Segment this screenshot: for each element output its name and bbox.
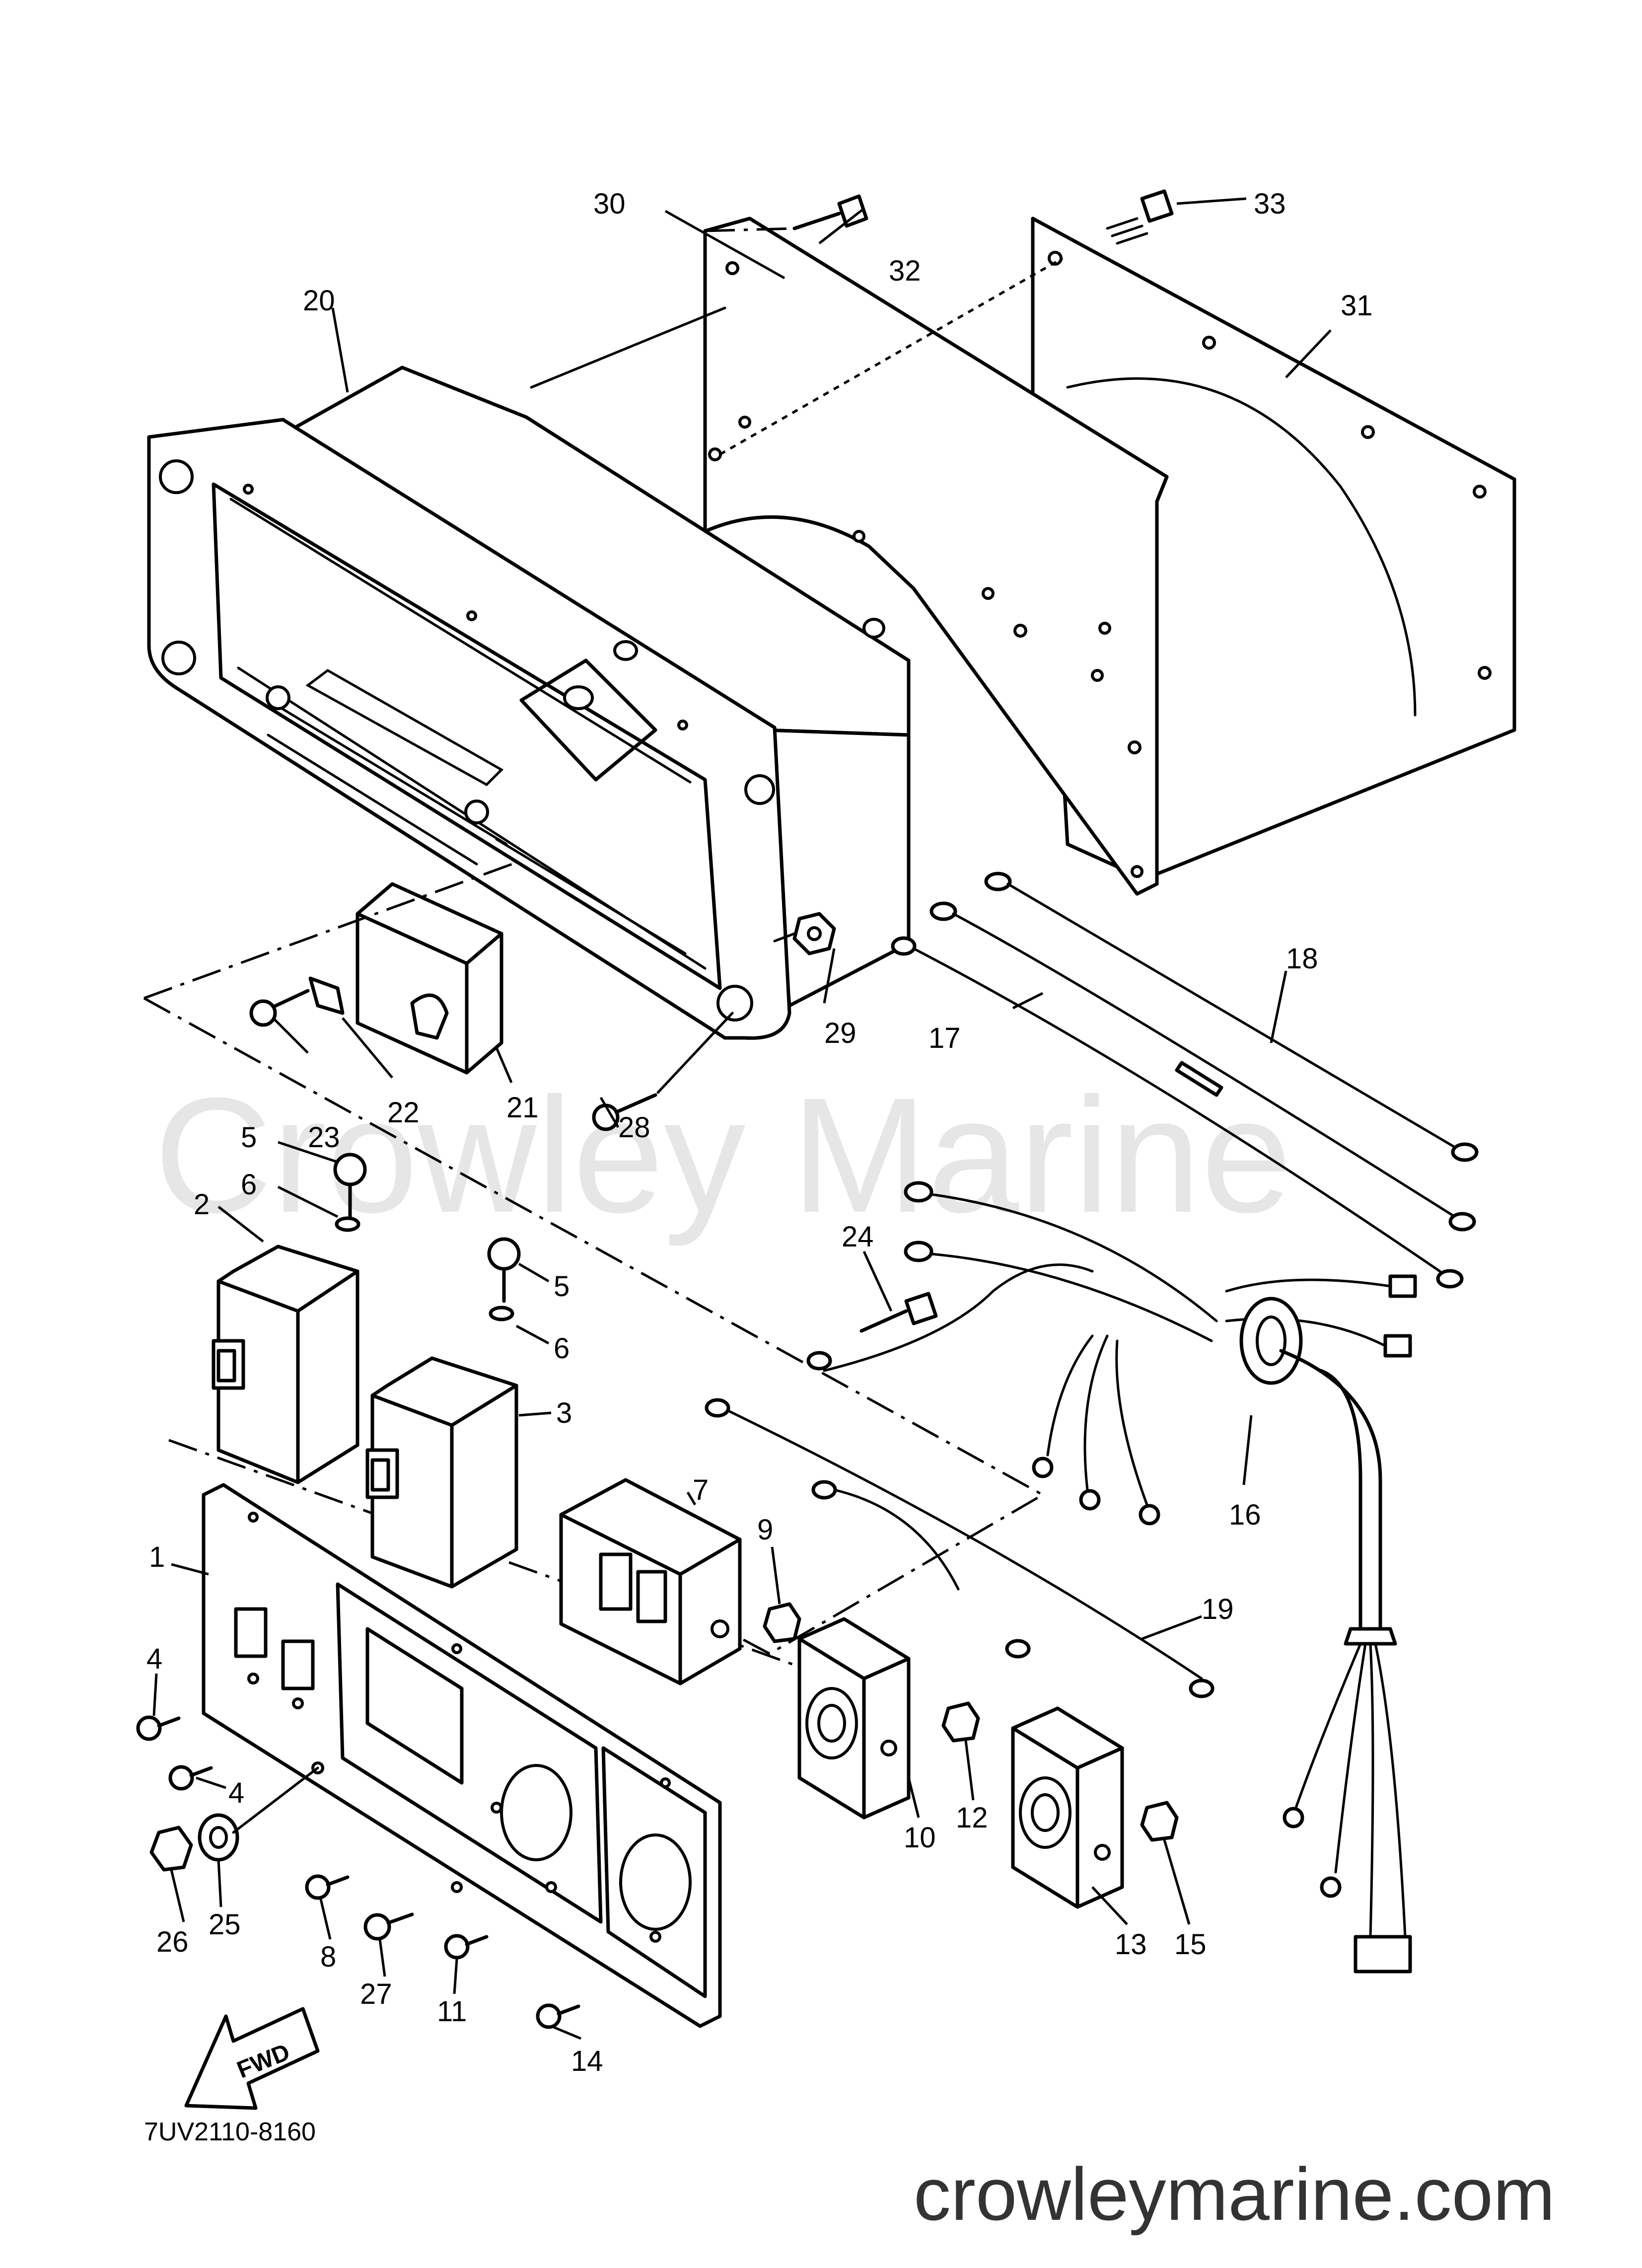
callout-27: 27 — [360, 1978, 392, 2010]
callout-7: 7 — [693, 1474, 709, 1506]
callout-22: 22 — [387, 1097, 420, 1129]
part-7-outlet — [559, 1478, 742, 1685]
alignment-line — [232, 1766, 319, 1834]
part-16-harness — [806, 1181, 1417, 1974]
callout-5b: 5 — [554, 1270, 570, 1303]
callout-4b: 4 — [228, 1777, 244, 1809]
part-6-washer — [489, 1306, 514, 1321]
callout-15: 15 — [1174, 1928, 1207, 1961]
part-1-front-panel — [202, 1483, 722, 2028]
part-19-wire — [705, 1398, 1214, 1698]
part-30-middle-plate — [703, 217, 1169, 896]
callout-23: 23 — [308, 1121, 340, 1154]
callout-25: 25 — [209, 1908, 241, 1941]
callout-19: 19 — [1202, 1593, 1234, 1625]
part-28-screw — [592, 1012, 734, 1131]
leader-lines — [152, 197, 1332, 2040]
website-text: crowleymarine.com — [914, 2152, 1555, 2236]
part-29-nut — [773, 912, 836, 955]
callout-33: 33 — [1254, 188, 1286, 220]
callout-11: 11 — [437, 1995, 467, 2028]
part-21-control-unit — [356, 882, 503, 1075]
part-24-screw — [859, 1292, 938, 1333]
part-5-screw — [487, 1237, 521, 1303]
callouts: 30 32 33 31 20 18 17 29 28 22 21 23 5 6 … — [146, 188, 1373, 2077]
part-15-nut — [1140, 1801, 1179, 1842]
callout-6b: 6 — [554, 1332, 570, 1365]
callout-13: 13 — [1115, 1928, 1147, 1961]
callout-24: 24 — [842, 1221, 874, 1253]
callout-12: 12 — [956, 1802, 988, 1834]
callout-1: 1 — [149, 1541, 165, 1573]
part-22-bracket — [308, 976, 345, 1015]
part-32-screw — [792, 194, 868, 230]
callout-14: 14 — [571, 2045, 603, 2077]
part-5-screw — [333, 1153, 367, 1219]
callout-5a: 5 — [241, 1121, 257, 1154]
part-9-nut — [763, 1602, 801, 1643]
part-26-nut — [149, 1826, 193, 1872]
part-3-breaker — [365, 1356, 518, 1589]
alignment-line — [705, 227, 795, 232]
callout-2: 2 — [194, 1188, 210, 1221]
callout-32: 32 — [889, 255, 921, 287]
callout-21: 21 — [506, 1092, 539, 1124]
part-2-breaker — [212, 1244, 359, 1484]
part-17-18-wires — [891, 872, 1479, 1289]
callout-17: 17 — [928, 1022, 961, 1054]
callout-30: 30 — [593, 188, 626, 220]
part-6-washer — [335, 1216, 360, 1232]
callout-10: 10 — [904, 1822, 936, 1854]
panel-screws — [136, 1715, 580, 2029]
callout-26: 26 — [156, 1926, 189, 1958]
callout-28: 28 — [618, 1111, 650, 1144]
part-10-receptacle — [797, 1617, 911, 1820]
part-12-nut — [941, 1701, 980, 1743]
callout-18: 18 — [1286, 943, 1318, 975]
callout-3: 3 — [556, 1397, 572, 1429]
callout-16: 16 — [1229, 1499, 1261, 1531]
part-23-screw — [249, 989, 310, 1027]
watermark-text: Crowley Marine — [154, 1063, 1292, 1247]
callout-9: 9 — [757, 1514, 773, 1546]
fwd-arrow-icon: FWD — [184, 2007, 320, 2110]
part-33-screw — [1106, 189, 1174, 245]
part-25-washer — [198, 1813, 239, 1862]
diagram-code: 7UV2110-8160 — [144, 2118, 316, 2146]
callout-8: 8 — [320, 1941, 336, 1973]
part-13-receptacle — [1011, 1706, 1124, 1909]
callout-29: 29 — [824, 1017, 857, 1049]
alignment-line — [530, 306, 726, 389]
callout-20: 20 — [303, 285, 335, 317]
callout-6a: 6 — [241, 1169, 257, 1201]
callout-4a: 4 — [146, 1643, 162, 1675]
callout-31: 31 — [1341, 290, 1373, 322]
